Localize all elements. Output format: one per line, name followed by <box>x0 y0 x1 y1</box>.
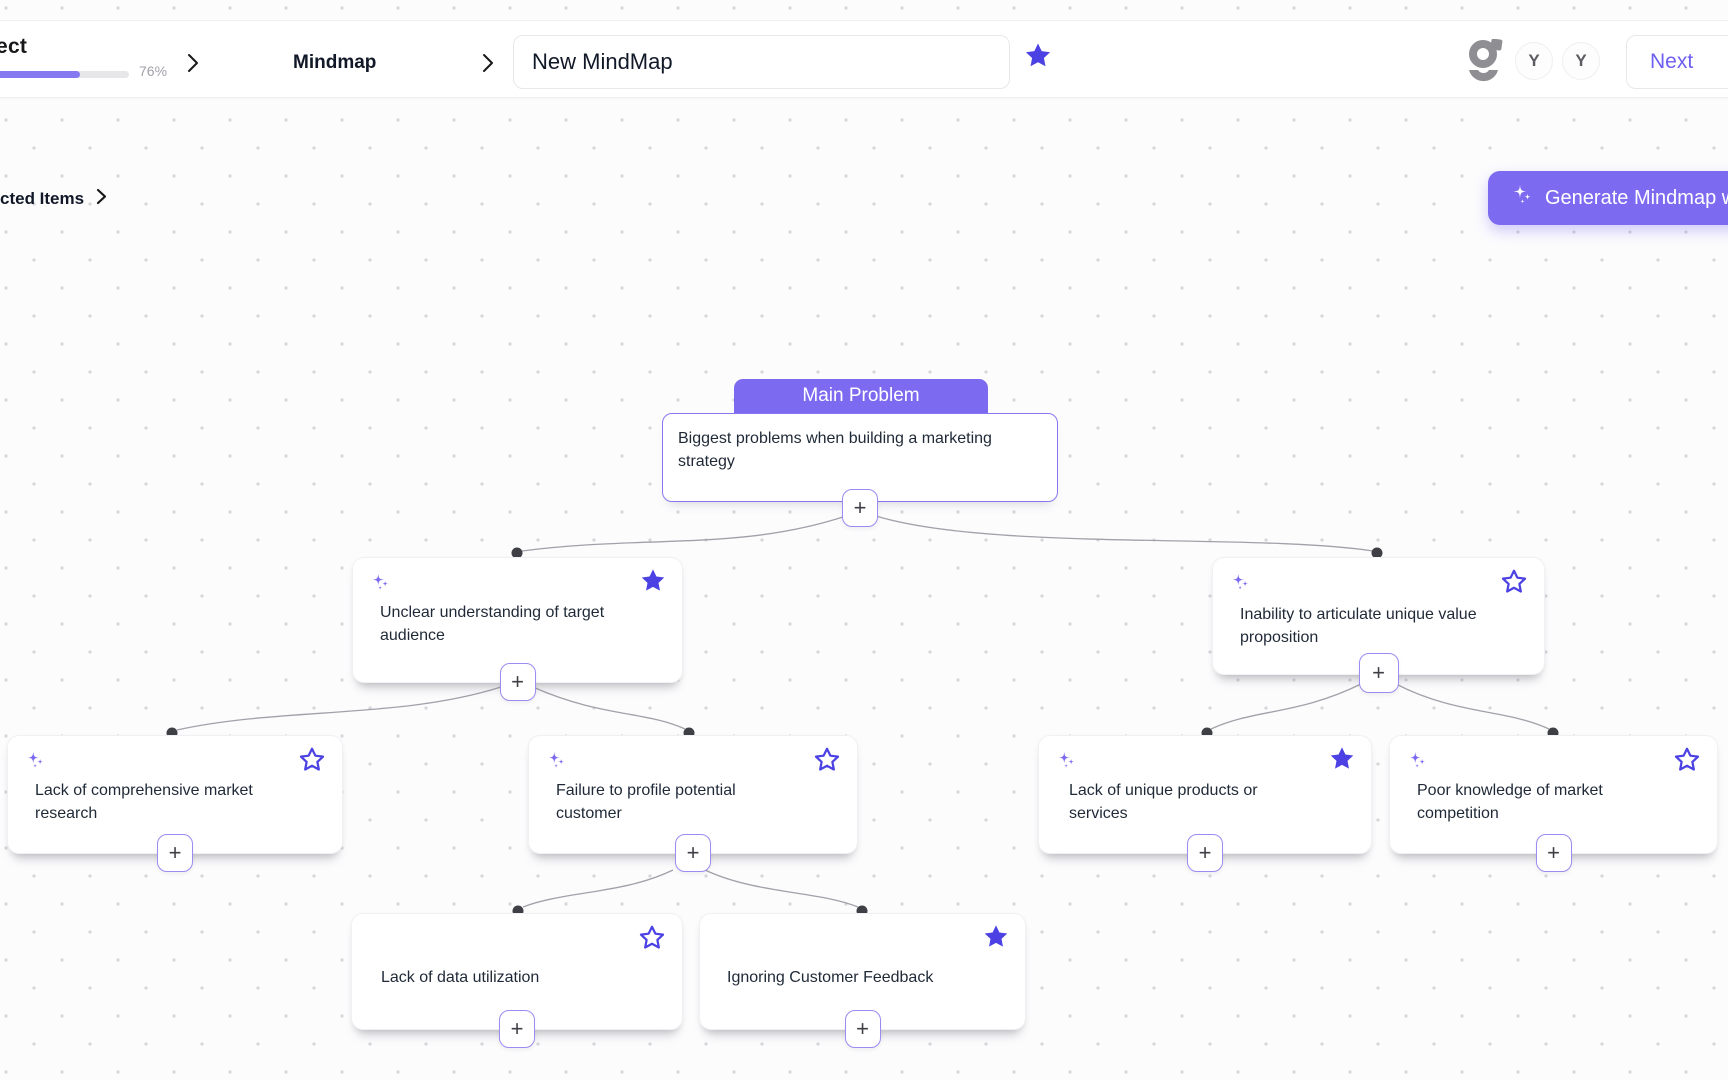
progress-percent: 76% <box>139 63 168 79</box>
sparkles-icon <box>1407 749 1429 778</box>
mindmap-node-market-competition[interactable]: Poor knowledge of market competition + <box>1389 735 1718 872</box>
add-child-button[interactable]: + <box>844 1010 881 1048</box>
add-child-button[interactable]: + <box>499 663 536 701</box>
star-outline-icon[interactable] <box>1672 745 1702 780</box>
app-logo-g-icon[interactable] <box>1465 38 1507 90</box>
breadcrumb-mindmap[interactable]: Mindmap <box>293 52 377 73</box>
root-node-text: Biggest problems when building a marketi… <box>678 430 992 470</box>
add-child-button[interactable]: + <box>1358 653 1399 693</box>
add-child-button[interactable]: + <box>499 1010 535 1048</box>
add-child-button[interactable]: + <box>675 834 711 872</box>
root-node-header: Main Problem <box>734 379 988 413</box>
mindmap-node-customer-feedback[interactable]: Ignoring Customer Feedback + <box>699 913 1026 1048</box>
node-text: Lack of data utilization <box>381 969 540 986</box>
avatar-initial: Y <box>1575 51 1587 70</box>
root-node[interactable]: Biggest problems when building a marketi… <box>662 413 1058 527</box>
progress-bar <box>0 71 129 78</box>
generate-mindmap-button[interactable]: Generate Mindmap w <box>1488 171 1728 225</box>
star-outline-icon[interactable] <box>1499 567 1529 602</box>
node-text: Ignoring Customer Feedback <box>727 969 934 986</box>
add-child-button[interactable]: + <box>1535 834 1572 872</box>
sparkles-icon <box>1510 183 1534 213</box>
mindmap-node-unique-products[interactable]: Lack of unique products or services + <box>1038 735 1372 872</box>
connector-dot <box>1371 547 1383 559</box>
project-breadcrumb[interactable]: oject 76% <box>0 35 187 79</box>
star-outline-icon[interactable] <box>297 745 327 780</box>
selected-items-label: cted Items <box>0 189 85 208</box>
sparkles-icon <box>1230 571 1252 600</box>
node-text: Lack of unique products or services <box>1069 782 1258 822</box>
star-filled-icon[interactable] <box>982 923 1010 956</box>
mindmap-title-input[interactable] <box>513 35 1010 89</box>
mindmap-node-profile-customer[interactable]: Failure to profile potential customer + <box>528 735 858 872</box>
mindmap-node-data-utilization[interactable]: Lack of data utilization + <box>351 913 683 1048</box>
chevron-right-icon <box>94 188 109 210</box>
user-avatar[interactable]: Y <box>1562 42 1600 80</box>
add-child-button[interactable]: + <box>842 489 878 527</box>
node-text: Failure to profile potential customer <box>556 782 736 822</box>
node-text: Inability to articulate unique value pro… <box>1240 606 1477 646</box>
star-filled-icon[interactable] <box>639 567 667 600</box>
star-filled-icon[interactable] <box>1328 745 1356 778</box>
project-label: oject <box>0 35 28 58</box>
generate-mindmap-label: Generate Mindmap w <box>1545 186 1728 209</box>
mindmap-node-market-research[interactable]: Lack of comprehensive market research + <box>7 735 343 872</box>
favorite-star-icon[interactable] <box>1023 41 1053 76</box>
chevron-right-icon <box>184 53 202 73</box>
selected-items-breadcrumb[interactable]: cted Items <box>0 188 109 210</box>
add-child-button[interactable]: + <box>1187 834 1223 872</box>
connector-dot <box>511 547 523 559</box>
star-outline-icon[interactable] <box>637 923 667 958</box>
next-button[interactable]: Next <box>1626 35 1728 89</box>
mindmap-node-inability-value-proposition[interactable]: Inability to articulate unique value pro… <box>1212 557 1545 693</box>
sparkles-icon <box>1056 749 1078 778</box>
sparkles-icon <box>370 571 392 600</box>
mindmap-node-unclear-understanding[interactable]: Unclear understanding of target audience… <box>352 557 683 701</box>
add-child-button[interactable]: + <box>157 834 193 872</box>
chevron-right-icon <box>479 53 497 73</box>
avatar-initial: Y <box>1528 51 1540 70</box>
progress-bar-fill <box>0 71 81 78</box>
top-bar: oject 76% Mindmap Y Y Next <box>0 20 1728 98</box>
star-outline-icon[interactable] <box>812 745 842 780</box>
node-text: Lack of comprehensive market research <box>35 782 253 822</box>
sparkles-icon <box>25 749 47 778</box>
node-text: Unclear understanding of target audience <box>380 604 605 644</box>
user-avatar[interactable]: Y <box>1515 42 1553 80</box>
node-text: Poor knowledge of market competition <box>1417 782 1603 822</box>
sparkles-icon <box>546 749 568 778</box>
